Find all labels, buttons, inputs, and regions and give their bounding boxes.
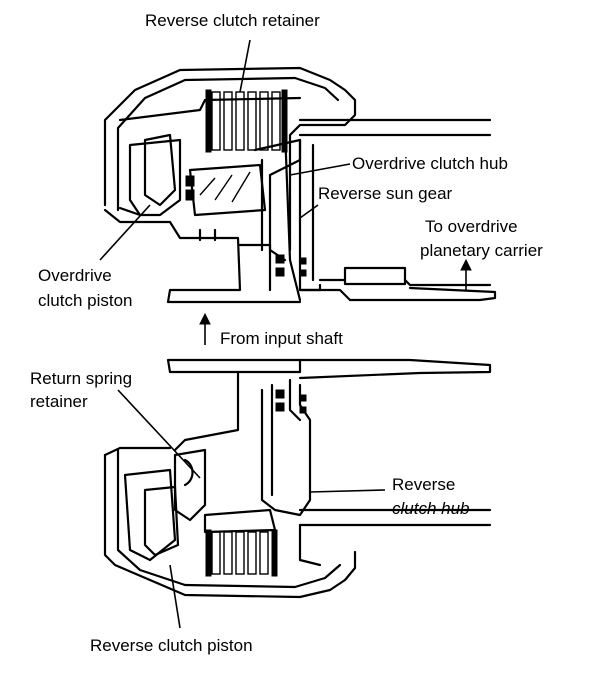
label-return-spring-line1: Return spring — [30, 369, 133, 388]
lower-reverse-piston — [143, 485, 180, 557]
upper-clutch-plates — [205, 89, 288, 153]
lower-retainer-drum — [103, 453, 357, 599]
label-return-spring-line2: retainer — [30, 392, 88, 411]
label-reverse-sun-gear: Reverse sun gear — [318, 184, 453, 203]
label-overdrive-piston-line2: clutch piston — [38, 291, 133, 310]
input-shaft-arrow — [199, 312, 211, 345]
label-reverse-hub-line2: clutch hub — [392, 499, 470, 518]
label-reverse-clutch-piston: Reverse clutch piston — [90, 636, 253, 655]
upper-overdrive-piston — [143, 133, 177, 207]
label-to-overdrive-line1: To overdrive — [425, 217, 518, 236]
lower-reverse-hub — [260, 383, 312, 517]
label-overdrive-clutch-hub: Overdrive clutch hub — [352, 154, 508, 173]
label-reverse-hub-line1: Reverse — [392, 475, 456, 494]
label-to-overdrive-line2: planetary carrier — [420, 241, 543, 260]
lower-return-spring-retainer — [173, 448, 207, 522]
lower-assembly — [103, 358, 492, 629]
label-reverse-clutch-retainer: Reverse clutch retainer — [145, 11, 320, 30]
label-from-input-shaft: From input shaft — [220, 329, 343, 348]
upper-reverse-sun-gear — [343, 266, 407, 286]
lower-clutch-plates — [205, 529, 278, 577]
upper-assembly — [99, 39, 497, 304]
label-overdrive-piston-line1: Overdrive — [38, 266, 112, 285]
upper-retainer-drum — [103, 66, 357, 252]
upper-overdrive-hub — [253, 138, 302, 262]
